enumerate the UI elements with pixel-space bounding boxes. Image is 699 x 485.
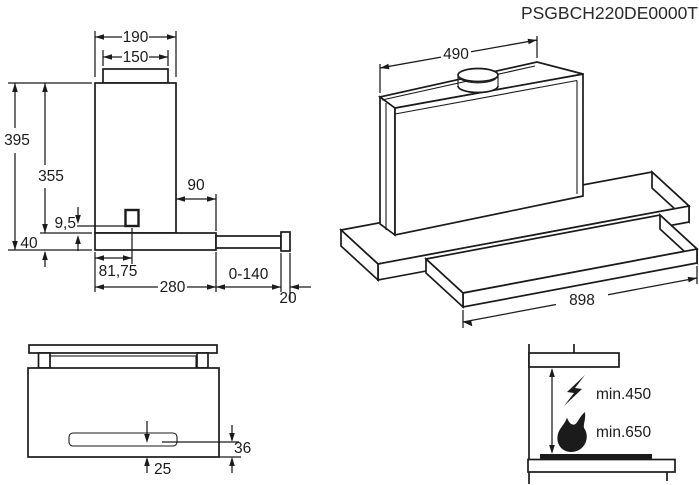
bottom-left-hanger bbox=[37, 352, 51, 369]
side-mounting-hole bbox=[124, 208, 140, 228]
arrowhead bbox=[687, 276, 697, 283]
arrowhead bbox=[159, 54, 168, 60]
arrowhead bbox=[229, 457, 235, 466]
persp-collar-lip-arc bbox=[458, 76, 498, 84]
dim-lines-898 bbox=[462, 266, 698, 328]
arrowhead bbox=[549, 445, 555, 454]
arrowhead bbox=[42, 224, 48, 233]
clearance-counter-body bbox=[527, 458, 676, 473]
bottom-body-outline bbox=[27, 367, 220, 458]
dim-lines-0-140 bbox=[216, 253, 282, 292]
bottom-filter-front bbox=[68, 432, 178, 447]
dim-lines-395 bbox=[8, 82, 92, 251]
dim-lines-150 bbox=[102, 50, 169, 66]
dim-label-20: 20 bbox=[279, 290, 297, 307]
arrowhead bbox=[207, 196, 216, 202]
dim-label-81-75: 81,75 bbox=[99, 263, 138, 280]
persp-base-left-end bbox=[340, 228, 379, 282]
dim-lines-190 bbox=[94, 31, 177, 77]
arrowhead bbox=[167, 34, 176, 40]
arrowhead bbox=[144, 434, 150, 443]
clearance-hob-surface bbox=[540, 454, 652, 460]
arrowhead bbox=[42, 83, 48, 92]
dim-label-355: 355 bbox=[38, 168, 64, 185]
dim-lines-355 bbox=[40, 83, 92, 234]
dim-label-25: 25 bbox=[154, 461, 171, 478]
persp-box-left-face bbox=[379, 95, 396, 237]
clearance-hood-body bbox=[528, 352, 620, 368]
dim-label-490: 490 bbox=[443, 46, 469, 63]
dim-label-40: 40 bbox=[20, 235, 38, 252]
persp-collar-bottom-arc bbox=[457, 85, 499, 94]
arrowhead bbox=[144, 457, 150, 466]
figure-bottom-view: 36 25 bbox=[27, 344, 251, 478]
arrowhead bbox=[527, 38, 537, 45]
arrowhead bbox=[216, 284, 225, 290]
arrowhead bbox=[103, 54, 112, 60]
arrowhead bbox=[95, 284, 104, 290]
arrowhead bbox=[290, 284, 299, 290]
figure-side-view: 190 150 395 355 40 9,5 90 81,7 bbox=[4, 29, 311, 307]
dim-lines-280 bbox=[94, 252, 217, 292]
arrowhead bbox=[463, 320, 473, 327]
dim-label-280: 280 bbox=[160, 279, 186, 296]
figure-perspective-view: 490 898 bbox=[339, 36, 699, 328]
side-duct-collar bbox=[102, 68, 169, 84]
side-chimney-box bbox=[94, 82, 177, 234]
arrowhead bbox=[380, 63, 390, 70]
flame-clearance-label: min.650 bbox=[596, 424, 652, 441]
dim-label-395: 395 bbox=[4, 132, 30, 149]
arrowhead bbox=[272, 284, 281, 290]
bottom-mounting-rail bbox=[28, 344, 218, 354]
arrowhead bbox=[12, 241, 18, 250]
arrowhead bbox=[75, 215, 81, 224]
arrowhead bbox=[75, 235, 81, 244]
persp-collar-top-rim bbox=[457, 67, 499, 83]
dim-label-90: 90 bbox=[187, 177, 205, 194]
bottom-right-hanger bbox=[196, 352, 209, 369]
arrowhead bbox=[207, 284, 216, 290]
side-drawer-handle bbox=[280, 231, 291, 252]
electric-clearance-label: min.450 bbox=[596, 386, 652, 403]
persp-drawer-left-end bbox=[425, 257, 464, 309]
side-base-body bbox=[94, 232, 217, 251]
arrowhead bbox=[229, 433, 235, 442]
arrowhead bbox=[549, 368, 555, 377]
arrowhead bbox=[176, 196, 185, 202]
dim-label-9-5: 9,5 bbox=[54, 215, 76, 232]
figure-clearance-view: min.450 min.650 bbox=[527, 344, 676, 484]
dim-label-0-140: 0-140 bbox=[229, 266, 269, 283]
side-telescopic-drawer bbox=[215, 235, 282, 249]
dim-label-898: 898 bbox=[569, 292, 595, 309]
dim-lines-490 bbox=[379, 36, 538, 93]
dim-label-150: 150 bbox=[123, 49, 149, 66]
dim-label-36: 36 bbox=[234, 440, 251, 457]
arrowhead bbox=[12, 83, 18, 92]
arrowhead bbox=[95, 34, 104, 40]
arrowhead bbox=[123, 255, 132, 261]
arrowhead bbox=[42, 251, 48, 260]
lightning-icon bbox=[564, 375, 585, 406]
dim-label-190: 190 bbox=[123, 29, 149, 46]
model-number: PSGBCH220DE0000T bbox=[521, 3, 698, 23]
arrowhead bbox=[95, 255, 104, 261]
flame-icon bbox=[557, 412, 587, 452]
